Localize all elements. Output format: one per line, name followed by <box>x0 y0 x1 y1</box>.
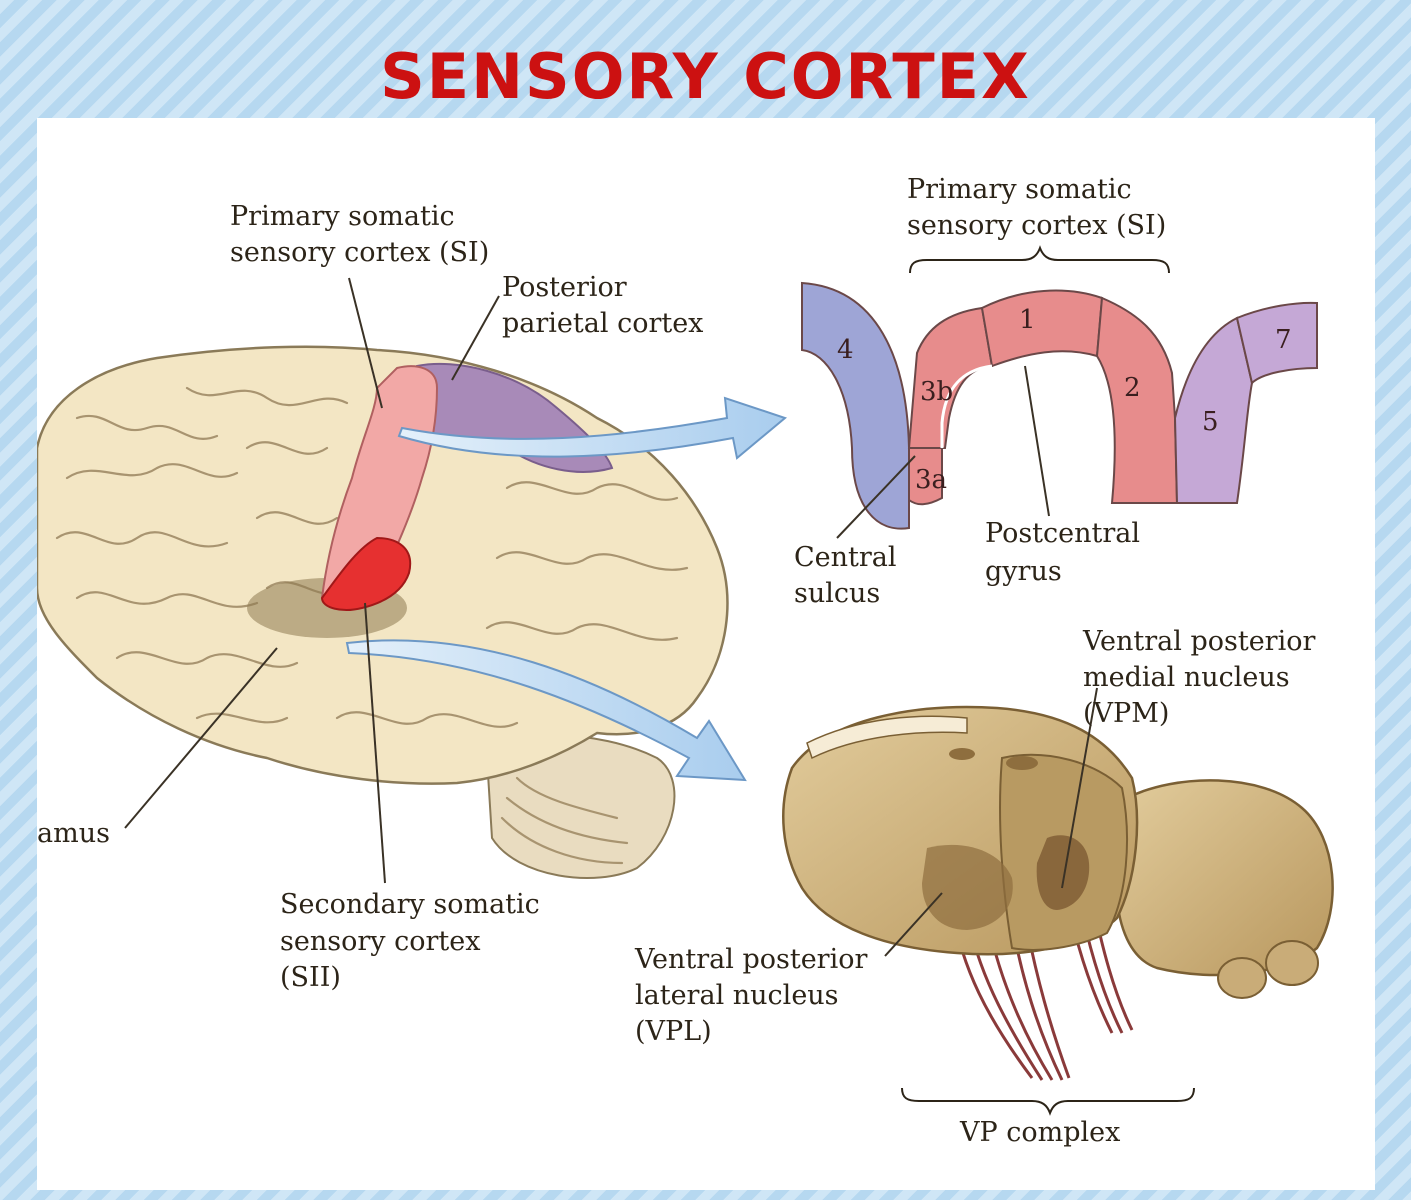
brain-illustration <box>37 345 729 879</box>
vpm-label-3: (VPM) <box>1083 698 1169 729</box>
vp-complex-label: VP complex <box>959 1117 1120 1148</box>
sii-region <box>320 536 412 611</box>
area-7 <box>1235 301 1318 385</box>
area-4 <box>801 281 910 530</box>
arrow-to-thalamus <box>345 639 747 782</box>
si-left-label-1: Primary somatic <box>230 201 455 232</box>
central-sulcus-label-2: sulcus <box>794 578 880 609</box>
si-bracket <box>909 245 1170 274</box>
area-7-label: 7 <box>1275 325 1292 355</box>
vpl-label-3: (VPL) <box>635 1016 712 1047</box>
area-3a <box>908 447 943 506</box>
postcentral-gyrus-label-2: gyrus <box>985 556 1062 587</box>
diagram-panel: 4 3a 3b 1 2 5 7 <box>37 118 1375 1190</box>
pulvinar-bump-2 <box>1265 940 1319 986</box>
area-2-label: 2 <box>1124 373 1141 403</box>
si-left-label-2: sensory cortex (SI) <box>230 237 489 268</box>
vpm-label-1: Ventral posterior <box>1082 626 1315 657</box>
vpm-region <box>1036 835 1090 910</box>
area-2 <box>1095 296 1179 504</box>
thalamus-illustration <box>782 705 1334 1081</box>
area-3b-label: 3b <box>920 377 953 407</box>
sii-label-2: sensory cortex <box>280 926 480 957</box>
vpl-label-2: lateral nucleus <box>635 980 839 1011</box>
area-3a-label: 3a <box>915 465 947 495</box>
cortex-cross-section <box>801 281 1318 530</box>
pulvinar-bump-1 <box>1217 957 1267 999</box>
si-right-label-2: sensory cortex (SI) <box>907 210 1166 241</box>
sii-label-1: Secondary somatic <box>280 889 540 920</box>
central-sulcus-label-1: Central <box>794 542 897 573</box>
vpm-label-2: medial nucleus <box>1083 662 1290 693</box>
area-4-label: 4 <box>837 335 854 365</box>
vp-complex-bracket <box>901 1087 1195 1116</box>
ppc-label-1: Posterior <box>502 272 627 303</box>
vpl-region <box>922 844 1013 930</box>
slide-title: SENSORY CORTEX <box>380 40 1031 113</box>
area-1 <box>980 289 1104 368</box>
si-right-label-1: Primary somatic <box>907 174 1132 205</box>
diagram-svg: 4 3a 3b 1 2 5 7 <box>37 174 1334 1148</box>
sii-label-3: (SII) <box>280 962 341 993</box>
area-5-label: 5 <box>1202 407 1219 437</box>
area-1-label: 1 <box>1019 305 1036 335</box>
postcentral-gyrus-label-1: Postcentral <box>985 518 1140 549</box>
arrow-to-cortex-section <box>397 396 788 460</box>
thalamus-partial-label: amus <box>37 818 110 849</box>
leader-lines <box>124 277 1098 957</box>
ppc-label-2: parietal cortex <box>502 308 703 339</box>
vpl-label-1: Ventral posterior <box>634 944 867 975</box>
internal-medullary-lamina <box>806 715 968 760</box>
